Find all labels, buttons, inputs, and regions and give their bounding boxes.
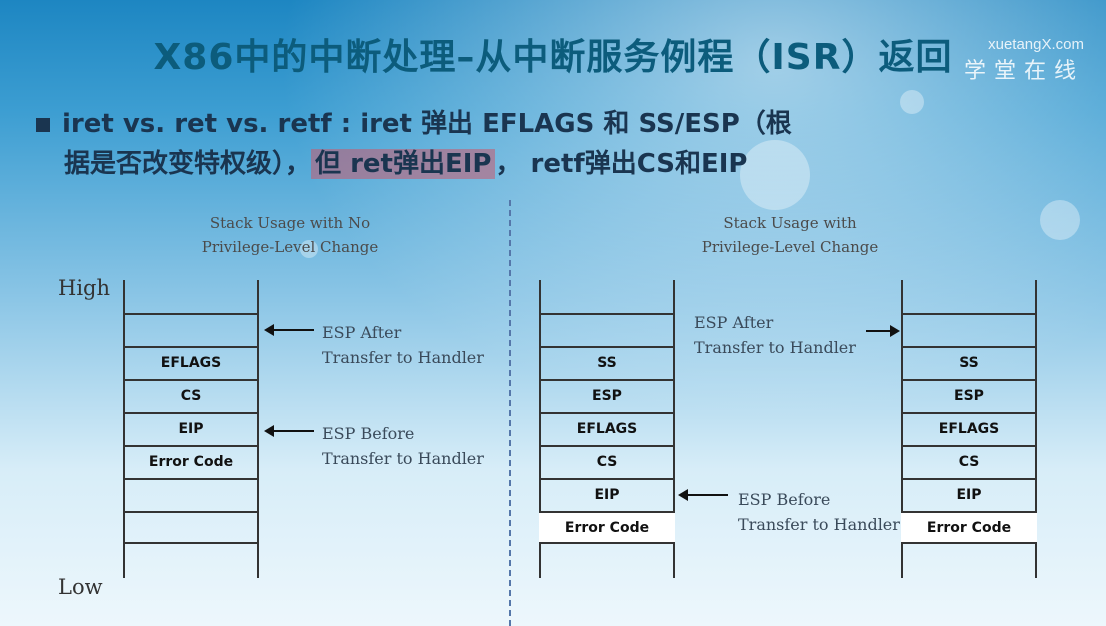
- stack-edge: [1035, 280, 1037, 578]
- bg-bubble: [1040, 200, 1080, 240]
- right-esp-after-arrow: [866, 325, 900, 337]
- right-esp-before-line1: ESP Before: [738, 490, 831, 509]
- stack-cell: EFLAGS: [539, 412, 675, 445]
- watermark-cn: 学堂在线: [963, 58, 1084, 83]
- left-esp-before-line2: Transfer to Handler: [322, 449, 484, 468]
- bullet-square-icon: [36, 117, 50, 132]
- left-esp-after-line1: ESP After: [322, 323, 402, 342]
- divider-dashed: [509, 200, 511, 626]
- bullet-highlight: 但 ret弹出EIP: [311, 149, 496, 179]
- watermark-site: xuetangX.com: [988, 36, 1084, 53]
- stack-cell: CS: [901, 445, 1037, 478]
- stack-cell: EFLAGS: [123, 346, 259, 379]
- bg-bubble: [900, 90, 924, 114]
- right-caption-line1: Stack Usage with: [723, 214, 857, 232]
- right-caption-line2: Privilege-Level Change: [701, 238, 879, 256]
- right-caption: Stack Usage with Privilege-Level Change: [670, 211, 910, 259]
- right-esp-after-line2: Transfer to Handler: [694, 338, 856, 357]
- stack-cell: ESP: [901, 379, 1037, 412]
- stack-cell: Error Code: [539, 511, 675, 544]
- stack-cell: [123, 511, 259, 544]
- left-esp-before-line1: ESP Before: [322, 424, 415, 443]
- stack-cell: Error Code: [123, 445, 259, 478]
- right-stack-after: SS ESP EFLAGS CS EIP Error Code: [901, 280, 1037, 578]
- stack-cell: Error Code: [901, 511, 1037, 544]
- bullet-line-2-suffix: ， retf弹出CS和EIP: [495, 149, 748, 179]
- low-label: Low: [58, 575, 103, 599]
- left-stack: EFLAGS CS EIP Error Code: [123, 280, 259, 578]
- stack-cell: EIP: [539, 478, 675, 511]
- left-caption-line2: Privilege-Level Change: [201, 238, 379, 256]
- bullet-line-2: 据是否改变特权级），但 ret弹出EIP， retf弹出CS和EIP: [36, 144, 1076, 184]
- right-esp-after-line1: ESP After: [694, 313, 774, 332]
- left-caption: Stack Usage with No Privilege-Level Chan…: [170, 211, 410, 259]
- stack-cell: CS: [539, 445, 675, 478]
- stack-edge: [673, 280, 675, 578]
- esp-before-arrow: [264, 425, 314, 437]
- stack-cell: [123, 478, 259, 511]
- stack-edge: [257, 280, 259, 578]
- bullet-line-1-text: iret vs. ret vs. retf : iret 弹出 EFLAGS 和…: [62, 109, 792, 139]
- bullet-line-2-prefix: 据是否改变特权级），: [64, 149, 312, 179]
- right-esp-before-arrow: [678, 489, 728, 501]
- esp-after-arrow: [264, 324, 314, 336]
- stack-cell: [123, 313, 259, 346]
- right-esp-before-line2: Transfer to Handler: [738, 515, 900, 534]
- high-label: High: [58, 276, 110, 300]
- stack-cell: CS: [123, 379, 259, 412]
- left-esp-after-line2: Transfer to Handler: [322, 348, 484, 367]
- stack-edge: [123, 280, 125, 578]
- stack-edge: [539, 280, 541, 578]
- stack-cell: [539, 313, 675, 346]
- watermark: xuetangX.com 学堂在线: [964, 36, 1084, 85]
- bg-bubble: [740, 140, 810, 210]
- right-stack-before: SS ESP EFLAGS CS EIP Error Code: [539, 280, 675, 578]
- stack-cell: EIP: [901, 478, 1037, 511]
- bullet-text: iret vs. ret vs. retf : iret 弹出 EFLAGS 和…: [36, 104, 1076, 184]
- left-esp-after: ESP After Transfer to Handler: [322, 320, 484, 370]
- right-esp-after: ESP After Transfer to Handler: [694, 310, 856, 360]
- right-esp-before: ESP Before Transfer to Handler: [738, 487, 900, 537]
- stack-cell: [901, 313, 1037, 346]
- stack-cell: EIP: [123, 412, 259, 445]
- bg-bubble: [300, 240, 318, 258]
- stack-cell: SS: [539, 346, 675, 379]
- stack-cell: ESP: [539, 379, 675, 412]
- stack-cell: SS: [901, 346, 1037, 379]
- left-esp-before: ESP Before Transfer to Handler: [322, 421, 484, 471]
- stack-cell: EFLAGS: [901, 412, 1037, 445]
- slide-title: X86中的中断处理–从中断服务例程（ISR）返回: [153, 37, 953, 78]
- bullet-line-1: iret vs. ret vs. retf : iret 弹出 EFLAGS 和…: [36, 104, 1076, 144]
- stack-edge: [901, 280, 903, 578]
- left-caption-line1: Stack Usage with No: [209, 214, 371, 232]
